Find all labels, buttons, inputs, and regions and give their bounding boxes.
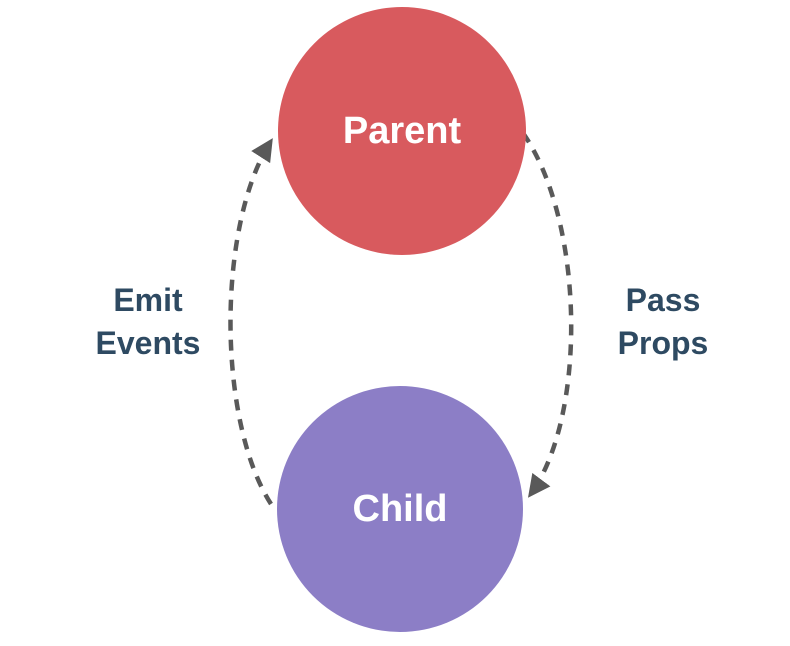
- parent-node: [278, 7, 526, 255]
- pass-props-label-line2: Props: [618, 325, 709, 361]
- edge-pass-props-arrow: [521, 131, 574, 498]
- edge-emit-events-arrow: [228, 138, 273, 506]
- parent-node-label: Parent: [343, 110, 462, 152]
- child-node: [277, 386, 523, 632]
- child-node-label: Child: [353, 488, 448, 530]
- emit-events-label-line1: Emit: [113, 282, 183, 318]
- edge-label-emit-events: Emit Events: [96, 282, 201, 361]
- pass-props-label-line1: Pass: [626, 282, 701, 318]
- edge-label-pass-props: Pass Props: [618, 282, 709, 361]
- emit-events-label-line2: Events: [96, 325, 201, 361]
